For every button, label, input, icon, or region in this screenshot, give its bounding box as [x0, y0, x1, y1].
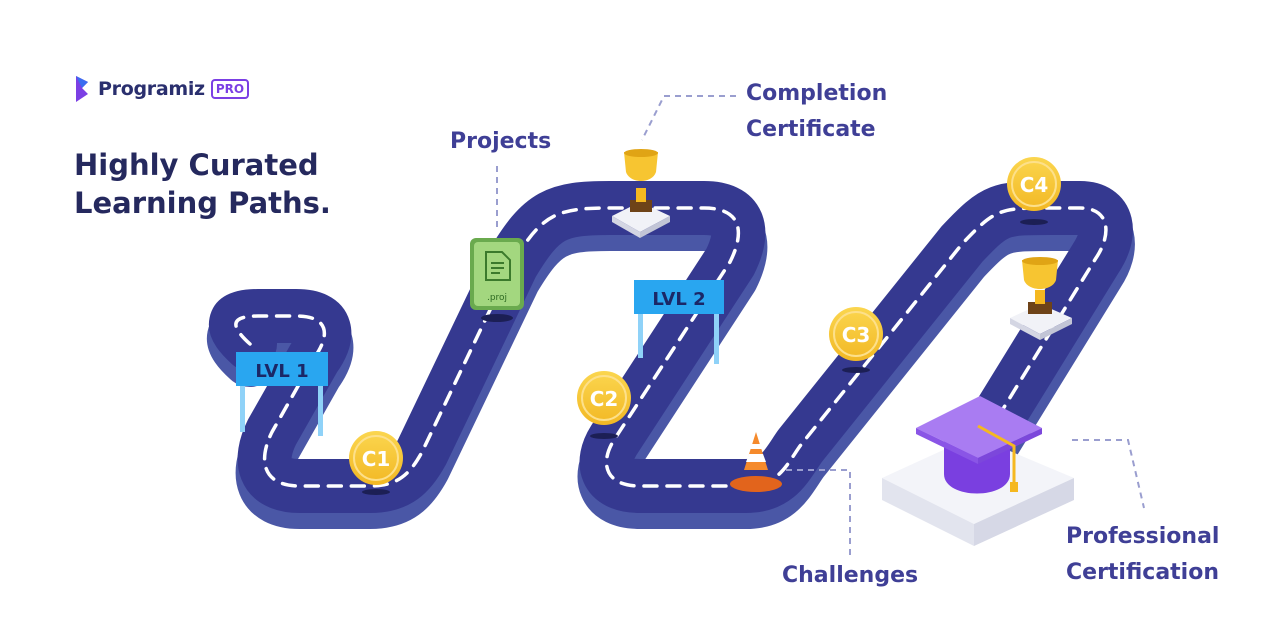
challenges-label: Challenges: [782, 563, 919, 588]
svg-text:C1: C1: [362, 447, 391, 471]
svg-text:.proj: .proj: [487, 293, 507, 303]
programiz-logo: Programiz PRO: [74, 74, 250, 104]
completion-certificate-label: Completion Certificate: [746, 76, 887, 148]
level-2-sign: LVL 2: [634, 280, 724, 364]
svg-text:C4: C4: [1020, 173, 1049, 197]
checkpoint-c3-coin: C3: [829, 307, 883, 373]
svg-text:LVL 1: LVL 1: [255, 361, 308, 382]
lane-markings: [234, 206, 1108, 488]
traffic-cone-icon: [730, 432, 782, 492]
programiz-logo-icon: [76, 76, 88, 102]
level-1-sign: LVL 1: [236, 352, 328, 436]
project-file-icon: .proj: [470, 238, 524, 322]
trophy-icon: [612, 149, 670, 238]
professional-label-line-1: Professional: [1066, 524, 1220, 549]
svg-text:LVL 2: LVL 2: [652, 289, 705, 310]
svg-text:C2: C2: [590, 387, 619, 411]
professional-certification-label: Professional Certification: [1066, 519, 1219, 591]
trophy-icon: [1010, 257, 1072, 340]
brand-name: Programiz: [98, 78, 205, 100]
completion-label-line-2: Certificate: [746, 117, 876, 142]
projects-label: Projects: [450, 129, 552, 154]
callout-leaders: [496, 95, 1145, 556]
page-headline: Highly Curated Learning Paths.: [74, 146, 374, 222]
pro-badge: PRO: [210, 79, 250, 99]
checkpoint-c1-coin: C1: [349, 431, 403, 495]
graduation-cap-icon: [882, 396, 1074, 546]
completion-label-line-1: Completion: [746, 81, 888, 106]
svg-text:C3: C3: [842, 323, 871, 347]
headline-line-1: Highly Curated: [74, 148, 319, 182]
checkpoint-c4-coin: C4: [1007, 157, 1061, 225]
checkpoint-c2-coin: C2: [577, 371, 631, 439]
professional-label-line-2: Certification: [1066, 560, 1220, 585]
headline-line-2: Learning Paths.: [74, 186, 331, 220]
